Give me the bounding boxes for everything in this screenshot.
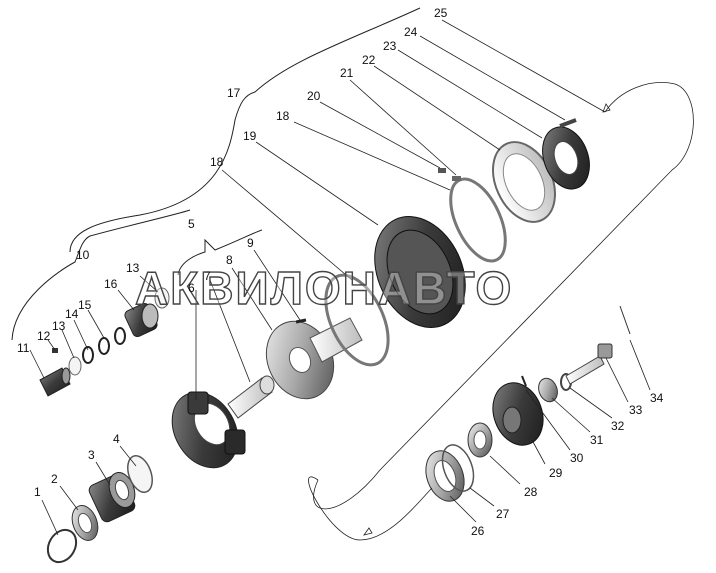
- plate-part-23: [542, 126, 590, 190]
- axle-part-11: [39, 367, 71, 397]
- callout-28: 28: [524, 485, 538, 499]
- callout-9: 9: [247, 236, 254, 250]
- brace-group-5: [177, 229, 263, 276]
- callout-23: 23: [383, 39, 397, 53]
- bolt-part-33: [565, 343, 613, 385]
- callout-6: 6: [188, 281, 195, 295]
- pin-part-20: [438, 168, 446, 173]
- leader-lines: [29, 19, 651, 536]
- callout-4: 4: [113, 432, 120, 446]
- callout-27: 27: [496, 507, 510, 521]
- ring-part-18-lower: [324, 273, 390, 367]
- callout-12: 12: [37, 329, 51, 343]
- callout-19: 19: [243, 129, 257, 143]
- callout-30: 30: [570, 451, 584, 465]
- ring-part-4: [127, 455, 153, 493]
- pinion-shaft-part-7: [227, 375, 275, 419]
- callout-13b: 13: [126, 261, 140, 275]
- callout-11: 11: [17, 341, 30, 355]
- callout-10: 10: [76, 248, 90, 262]
- pin-part-30: [521, 375, 527, 387]
- washer-part-13: [68, 356, 82, 376]
- brace-group-10: [11, 209, 191, 341]
- callout-13: 13: [52, 319, 66, 333]
- callout-29: 29: [549, 466, 563, 480]
- callout-24: 24: [404, 25, 418, 39]
- callout-1: 1: [34, 485, 41, 499]
- nut-part-28: [467, 422, 493, 458]
- callout-18-upper: 18: [276, 109, 290, 123]
- assembly-path-lower: [308, 476, 433, 541]
- ring-part-27: [441, 444, 475, 492]
- callout-26: 26: [471, 524, 485, 538]
- callout-21: 21: [340, 66, 354, 80]
- callout-34: 34: [650, 391, 664, 405]
- ring-part-14: [82, 346, 94, 364]
- brace-group-17: [69, 7, 421, 253]
- callout-33: 33: [629, 403, 643, 417]
- toothed-ring-part-22: [492, 141, 556, 223]
- sun-gear-shaft-part-8: [265, 317, 363, 400]
- callout-labels: 1 2 3 4 5 6 7 8 9 10 11 12 13 13 14 15 1…: [17, 6, 664, 538]
- pin-part-21: [452, 176, 461, 181]
- ring-gear-part-19: [374, 216, 466, 328]
- callout-22: 22: [362, 53, 376, 67]
- callout-17: 17: [227, 86, 241, 100]
- callout-16: 16: [104, 277, 118, 291]
- callout-5: 5: [188, 217, 195, 231]
- washer-part-31: [538, 377, 558, 403]
- callout-18-lower: 18: [210, 155, 224, 169]
- needle-bearing-part-2: [71, 505, 99, 541]
- pin-part-12: [52, 348, 58, 353]
- callout-14: 14: [65, 307, 79, 321]
- bearing-part-26: [425, 450, 465, 502]
- watermark: АКВИЛОНАВТО: [135, 262, 513, 314]
- callout-32: 32: [611, 419, 625, 433]
- callout-15: 15: [78, 298, 92, 312]
- ring-part-15: [98, 327, 126, 355]
- planet-carrier-part-5: [171, 391, 246, 469]
- assembly-path-upper: [313, 82, 694, 510]
- rod-part-34: [619, 305, 631, 335]
- callout-8: 8: [226, 253, 233, 267]
- washer-part-13b: [154, 287, 170, 309]
- callout-3: 3: [88, 448, 95, 462]
- callout-31: 31: [590, 433, 604, 447]
- hub-part-29: [492, 382, 544, 446]
- snap-ring-part-1: [46, 528, 78, 564]
- callout-7: 7: [204, 269, 211, 283]
- callout-25: 25: [434, 6, 448, 20]
- bolt-part-24: [559, 118, 577, 128]
- callout-2: 2: [51, 472, 58, 486]
- callout-20: 20: [307, 89, 321, 103]
- planet-gear-part-16: [124, 302, 159, 338]
- pin-part-9: [295, 318, 307, 324]
